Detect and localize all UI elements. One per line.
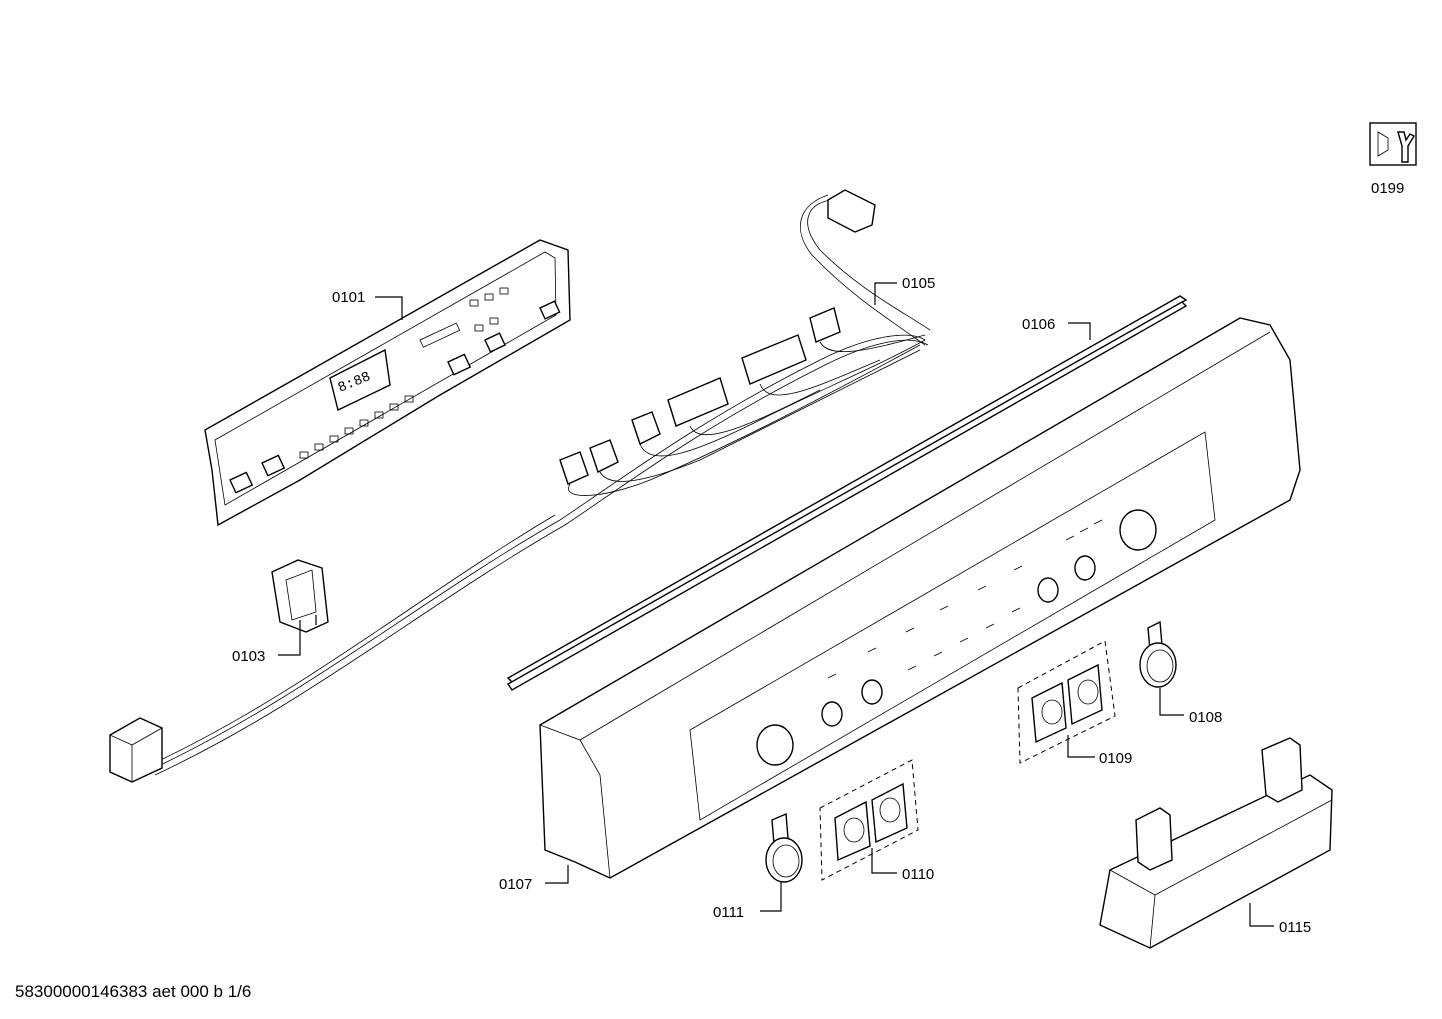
button-set-0110[interactable] (819, 759, 919, 881)
callout-0103: 0103 (232, 648, 265, 665)
cable-harness-0105[interactable] (109, 189, 931, 783)
callout-0101: 0101 (332, 289, 365, 306)
callout-0108: 0108 (1189, 709, 1222, 726)
callout-0107: 0107 (499, 876, 532, 893)
callout-0115: 0115 (1279, 919, 1311, 936)
button-set-0109[interactable] (1017, 640, 1116, 764)
door-switch-0103[interactable] (271, 559, 329, 633)
callout-0110: 0110 (902, 866, 934, 883)
bracket-0115[interactable] (1099, 737, 1333, 949)
callout-0106: 0106 (1022, 316, 1055, 333)
seal-strip-0106[interactable] (506, 295, 1188, 691)
control-panel-0107[interactable] (539, 317, 1301, 879)
service-tool-icon (1369, 122, 1417, 166)
callout-0105: 0105 (902, 275, 935, 292)
knob-0108[interactable] (1139, 620, 1177, 688)
callout-0111: 0111 (713, 904, 744, 921)
callout-0109: 0109 (1099, 750, 1132, 767)
knob-0111[interactable] (765, 812, 803, 883)
callout-0199: 0199 (1371, 180, 1404, 197)
electronic-module-0101[interactable]: 8:88 (204, 239, 571, 527)
document-id: 58300000146383 aet 000 b 1/6 (15, 982, 251, 1001)
